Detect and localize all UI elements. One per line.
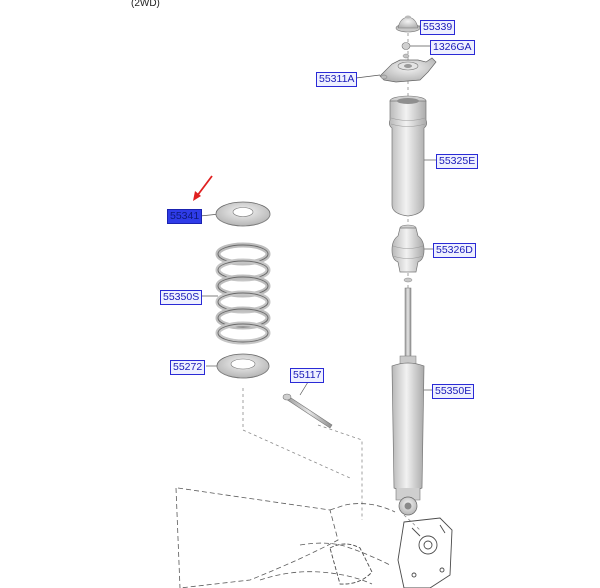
mount-bracket-part bbox=[379, 57, 437, 83]
variant-label: (2WD) bbox=[131, 0, 160, 9]
bump-stop-part bbox=[391, 224, 425, 283]
callout-1326ga[interactable]: 1326GA bbox=[430, 40, 475, 55]
upper-spring-seat-part bbox=[215, 201, 271, 227]
shock-absorber-part bbox=[391, 287, 425, 516]
bolt-part bbox=[282, 393, 333, 429]
callout-55350s[interactable]: 55350S bbox=[160, 290, 203, 305]
callout-55326d[interactable]: 55326D bbox=[433, 243, 476, 258]
rear-axle-outline bbox=[175, 487, 396, 588]
callout-55341[interactable]: 55341 bbox=[167, 209, 203, 224]
knuckle-outline bbox=[329, 517, 453, 588]
callout-55311a[interactable]: 55311A bbox=[316, 72, 358, 87]
callout-55350e[interactable]: 55350E bbox=[432, 384, 475, 399]
callout-55339[interactable]: 55339 bbox=[420, 20, 456, 35]
lower-spring-seat-part bbox=[216, 353, 270, 379]
leader-lines bbox=[199, 25, 436, 396]
coil-spring-part bbox=[215, 242, 271, 345]
selection-arrow bbox=[193, 175, 213, 201]
callout-55117[interactable]: 55117 bbox=[290, 368, 325, 383]
dust-boot-part bbox=[388, 95, 428, 217]
nut-part bbox=[401, 42, 411, 59]
callout-55272[interactable]: 55272 bbox=[170, 360, 206, 375]
dust-cap-part bbox=[395, 15, 421, 33]
callout-55325e[interactable]: 55325E bbox=[436, 154, 479, 169]
guide-lines bbox=[242, 27, 421, 531]
